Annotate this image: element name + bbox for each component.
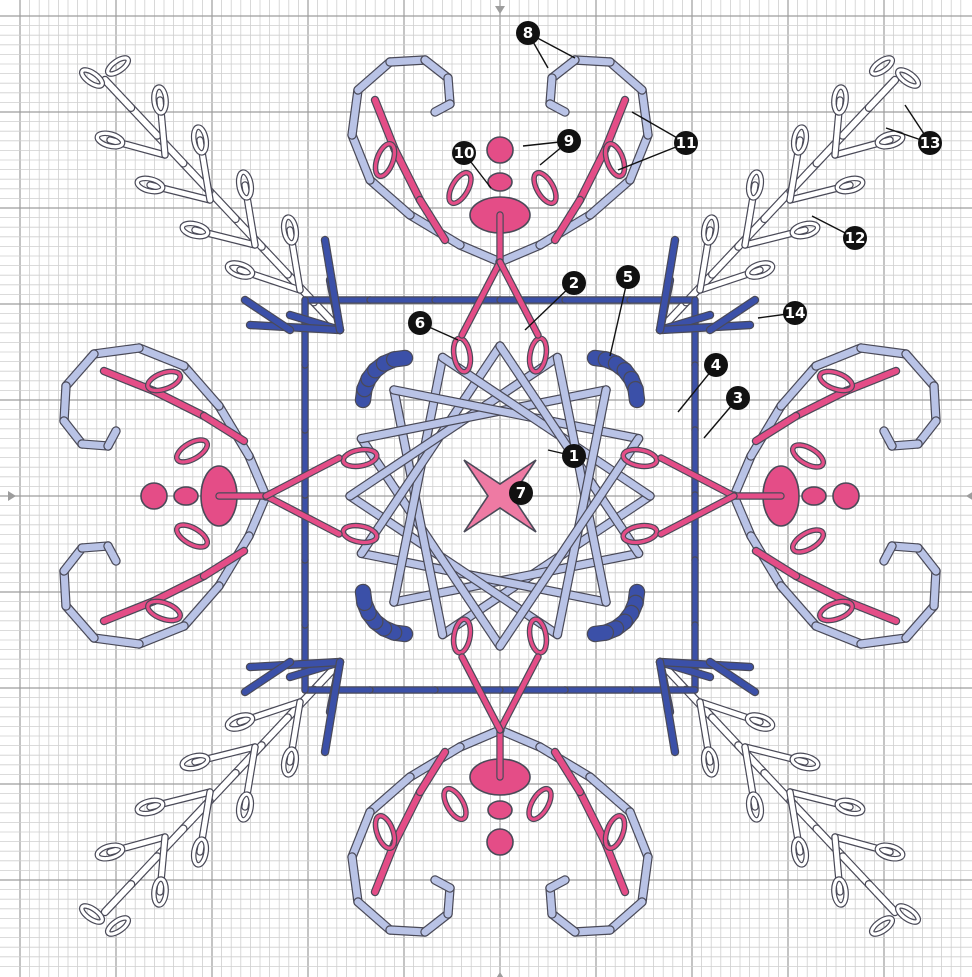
callout-number: 11 xyxy=(676,134,697,152)
scroll-stitch xyxy=(934,571,936,606)
callout-number: 5 xyxy=(623,268,633,286)
callout-number: 10 xyxy=(454,144,475,162)
scroll-stitch xyxy=(64,386,66,421)
blue-ring-stitch xyxy=(636,389,637,400)
callout-number: 1 xyxy=(569,447,579,465)
scroll-stitch xyxy=(575,60,610,62)
pink-bead xyxy=(802,487,826,505)
callout-number: 9 xyxy=(564,132,574,150)
pink-bead xyxy=(833,483,859,509)
callout-7: 7 xyxy=(509,481,533,505)
scroll-stitch xyxy=(390,930,425,932)
scroll-stitch xyxy=(390,60,425,62)
pink-bead xyxy=(488,801,512,819)
pink-bead xyxy=(488,173,512,191)
callout-number: 4 xyxy=(711,356,721,374)
callout-number: 3 xyxy=(733,389,743,407)
callout-number: 6 xyxy=(415,314,425,332)
pink-bead xyxy=(487,829,513,855)
blue-ring-stitch xyxy=(595,633,606,634)
callout-number: 8 xyxy=(523,24,533,42)
callout-number: 13 xyxy=(920,134,941,152)
scroll-stitch xyxy=(934,386,936,421)
scroll-stitch xyxy=(575,930,610,932)
callout-number: 12 xyxy=(845,229,866,247)
callout-number: 7 xyxy=(516,484,526,502)
callout-number: 14 xyxy=(785,304,806,322)
blue-ring-stitch xyxy=(394,358,405,359)
pink-bead xyxy=(174,487,198,505)
callout-number: 2 xyxy=(569,274,579,292)
blue-ring-stitch xyxy=(363,592,364,603)
scroll-stitch xyxy=(64,571,66,606)
pink-bead xyxy=(487,137,513,163)
pink-bead xyxy=(141,483,167,509)
